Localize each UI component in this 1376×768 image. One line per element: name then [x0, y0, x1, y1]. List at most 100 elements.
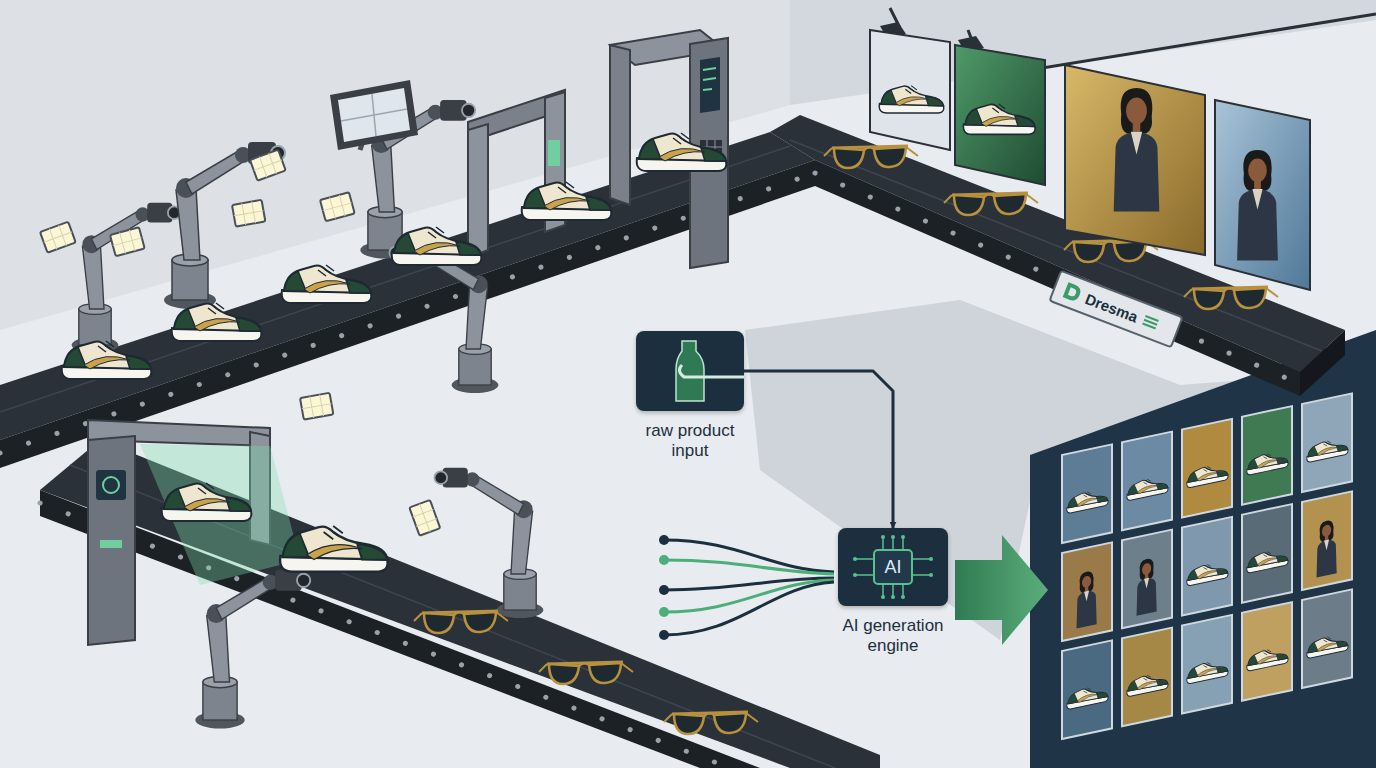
circuit-pad — [881, 595, 885, 599]
merge-lines — [659, 607, 669, 617]
image-gallery — [1302, 589, 1352, 688]
brand-sign: Dresma — [1048, 269, 1183, 348]
input-box: raw product input — [636, 331, 744, 411]
photo-panel — [1065, 65, 1205, 255]
image-gallery — [1247, 547, 1288, 573]
light-panel — [250, 150, 286, 181]
circuit-pad — [929, 557, 933, 561]
circuit-pad — [881, 535, 885, 539]
image-gallery — [1317, 519, 1337, 578]
image-gallery — [1187, 560, 1228, 586]
conveyor-belt — [40, 440, 880, 768]
image-gallery — [1062, 393, 1352, 739]
image-gallery — [1067, 488, 1108, 514]
monitor — [330, 80, 418, 150]
robot-arm — [435, 468, 544, 618]
image-gallery — [1062, 542, 1112, 641]
sneaker — [172, 303, 262, 341]
scanner-gate — [96, 470, 126, 500]
image-gallery — [1242, 602, 1292, 701]
monitor — [330, 80, 418, 150]
merge-lines — [664, 578, 834, 590]
light-panel — [110, 227, 145, 256]
sneaker — [62, 341, 152, 379]
sign-stripes — [1141, 313, 1161, 332]
merge-lines — [659, 535, 834, 640]
light-panel — [300, 393, 333, 420]
image-gallery — [1187, 658, 1228, 684]
photo-panel — [1237, 150, 1278, 261]
light-panel — [232, 200, 265, 227]
circuit-pad — [853, 573, 857, 577]
light-panel — [409, 500, 440, 536]
image-gallery — [1302, 393, 1352, 492]
photo-panel — [955, 45, 1045, 185]
sneaker — [162, 483, 252, 521]
stripe — [1143, 324, 1156, 329]
sunglasses — [824, 146, 918, 168]
conveyor-belt — [40, 490, 760, 768]
robot-arm — [195, 570, 310, 729]
photo-panel — [1215, 100, 1310, 290]
robot-arm — [72, 203, 181, 353]
photo-panel — [879, 86, 944, 113]
sneaker — [392, 227, 482, 265]
image-gallery — [1182, 517, 1232, 616]
image-gallery — [1247, 645, 1288, 671]
photo-panel — [1114, 88, 1160, 212]
sneaker — [282, 265, 372, 303]
scanner-gate — [88, 30, 728, 645]
image-gallery — [1247, 449, 1288, 475]
conveyor-belt — [0, 146, 790, 412]
image-gallery — [1122, 530, 1172, 629]
merge-lines — [659, 630, 669, 640]
scanner-gate — [700, 57, 720, 113]
engine-box: AIAI generation engine — [838, 528, 948, 606]
circuit-trace — [913, 574, 931, 576]
circuit-trace — [855, 558, 873, 560]
robot-arm — [164, 142, 285, 309]
image-gallery — [1182, 419, 1232, 518]
conveyor-belt — [1300, 330, 1345, 396]
image-gallery — [1182, 615, 1232, 714]
image-gallery — [1122, 432, 1172, 531]
light-panel — [320, 192, 355, 221]
sunglasses — [1184, 287, 1278, 309]
monitor — [341, 94, 407, 136]
circuit-pad — [901, 535, 905, 539]
image-gallery — [1137, 557, 1157, 616]
sneaker — [637, 133, 727, 171]
light-panel — [40, 222, 76, 253]
merge-lines — [659, 535, 669, 545]
sunglasses — [414, 611, 508, 633]
scanner-gate — [468, 124, 488, 258]
image-gallery — [1067, 684, 1108, 710]
circuit-pad — [901, 595, 905, 599]
chip-label: AI — [873, 549, 913, 585]
node-caption: raw product input — [630, 421, 750, 461]
sunglasses — [944, 193, 1038, 215]
image-gallery — [1062, 640, 1112, 739]
sunglasses — [664, 712, 758, 734]
sneaker — [62, 133, 727, 572]
image-gallery — [1187, 462, 1228, 488]
product-icon — [636, 331, 744, 411]
image-gallery — [1242, 504, 1292, 603]
image-gallery — [1307, 633, 1348, 659]
brand-logo — [1060, 280, 1084, 305]
scanner-gate — [100, 540, 122, 548]
robot-arm — [72, 100, 544, 729]
gallery-backdrop — [1030, 330, 1376, 768]
scanner-gate — [140, 444, 300, 585]
sneaker — [522, 182, 612, 220]
scanner-gate — [703, 68, 716, 90]
circuit-pad — [929, 573, 933, 577]
circuit-pad — [853, 557, 857, 561]
merge-lines — [659, 555, 669, 565]
image-gallery — [1127, 671, 1168, 697]
